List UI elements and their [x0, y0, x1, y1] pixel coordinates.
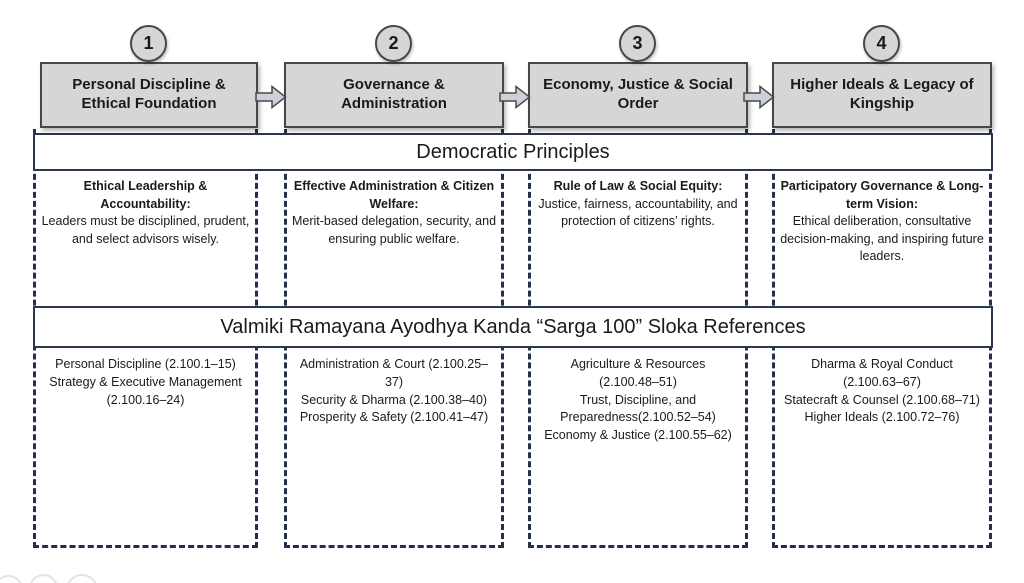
sloka-ref-entry: Personal Discipline (2.100.1–15): [55, 357, 236, 371]
principle-body: Justice, fairness, accountability, and p…: [538, 196, 738, 229]
cropped-circle-button-3[interactable]: [66, 574, 98, 583]
sloka-ref-entry: Dharma & Royal Conduct (2.100.63–67): [811, 357, 953, 389]
sloka-ref-entry: Security & Dharma (2.100.38–40): [300, 392, 488, 407]
principle-body: Leaders must be disciplined, prudent, an…: [41, 214, 250, 246]
flow-arrow-icon-2: [499, 85, 531, 109]
principle-body: Merit-based delegation, security, and en…: [291, 214, 497, 246]
sloka-ref-entry: Economy & Justice (2.100.55–62): [544, 428, 732, 442]
cropped-circle-button-1[interactable]: [0, 575, 23, 583]
sloka-refs-4: Dharma & Royal Conduct (2.100.63–67) Stat…: [784, 356, 980, 427]
sloka-ref-entry: Prosperity & Safety (2.100.41–47): [299, 410, 489, 425]
step-header-2: Governance & Administration: [284, 62, 504, 128]
sloka-refs-3: Agriculture & Resources (2.100.48–51)Tru…: [540, 356, 736, 445]
flow-arrow-icon-3: [743, 85, 775, 109]
democratic-principles-banner: Democratic Principles: [33, 133, 993, 171]
principle-block-4: Participatory Governance & Long-term Vis…: [776, 178, 988, 266]
principle-title: Ethical Leadership & Accountability:: [83, 179, 208, 211]
sloka-refs-2: Administration & Court (2.100.25–37) Secu…: [296, 356, 492, 427]
step-number-badge-1: 1: [130, 25, 167, 62]
principle-block-1: Ethical Leadership & Accountability: Lea…: [39, 178, 252, 248]
principle-body: Ethical deliberation, consultative decis…: [780, 214, 984, 263]
sloka-ref-entry: Trust, Discipline, and Preparedness(2.10…: [560, 392, 716, 425]
step-header-3: Economy, Justice & Social Order: [528, 62, 748, 128]
sloka-refs-1: Personal Discipline (2.100.1–15) Strategy…: [47, 356, 244, 409]
sloka-ref-entry: Statecraft & Counsel (2.100.68–71): [784, 392, 980, 407]
sloka-ref-entry: Higher Ideals (2.100.72–76): [804, 410, 960, 425]
step-header-1: Personal Discipline & Ethical Foundation: [40, 62, 258, 128]
sloka-ref-entry: Strategy & Executive Management (2.100.1…: [49, 374, 242, 407]
step-number-badge-4: 4: [863, 25, 900, 62]
principle-title: Effective Administration & Citizen Welfa…: [293, 179, 495, 211]
step-header-4: Higher Ideals & Legacy of Kingship: [772, 62, 992, 128]
step-number-badge-3: 3: [619, 25, 656, 62]
principle-title: Rule of Law & Social Equity:: [553, 179, 723, 193]
principle-title: Participatory Governance & Long-term Vis…: [780, 179, 984, 211]
sloka-ref-entry: Agriculture & Resources (2.100.48–51): [570, 357, 706, 389]
principle-block-2: Effective Administration & Citizen Welfa…: [288, 178, 500, 248]
cropped-circle-button-2[interactable]: [29, 574, 58, 583]
principle-block-3: Rule of Law & Social Equity: Justice, fa…: [532, 178, 744, 231]
sloka-ref-entry: Administration & Court (2.100.25–37): [299, 357, 489, 389]
sloka-references-banner: Valmiki Ramayana Ayodhya Kanda “Sarga 10…: [33, 306, 993, 348]
step-number-badge-2: 2: [375, 25, 412, 62]
flow-arrow-icon-1: [255, 85, 287, 109]
